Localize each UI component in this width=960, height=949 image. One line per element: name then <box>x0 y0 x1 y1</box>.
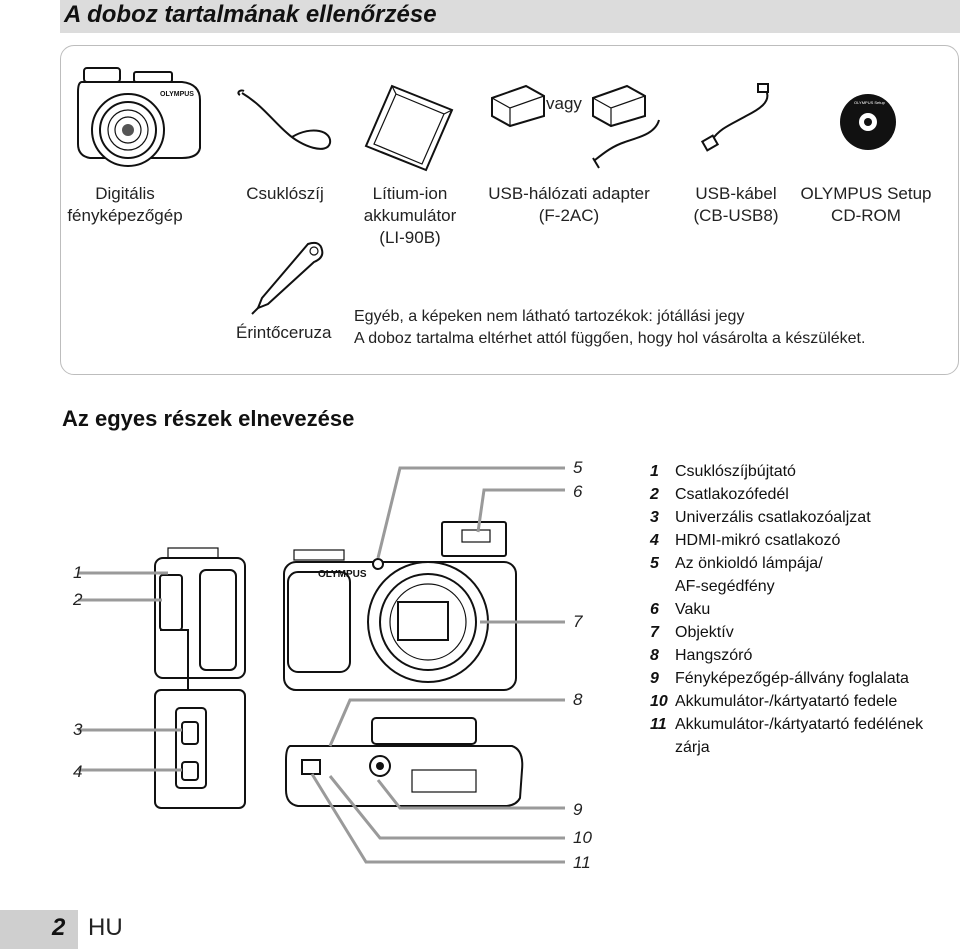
caption-usb-adapter: USB-hálózati adapter(F-2AC) <box>488 184 650 225</box>
callout-5: 5 <box>573 458 583 477</box>
page-title: A doboz tartalmának ellenőrzése <box>64 1 437 28</box>
callout-6: 6 <box>573 482 583 501</box>
callout-7: 7 <box>573 612 583 631</box>
callout-9: 9 <box>573 800 583 819</box>
caption-usb-cable: USB-kábel(CB-USB8) <box>693 184 779 225</box>
camera-bottom <box>285 745 524 807</box>
callout-11: 11 <box>573 853 591 872</box>
battery-illustration <box>364 84 454 172</box>
section-title: Az egyes részek elnevezése <box>62 406 355 431</box>
strap-illustration <box>237 89 332 150</box>
page-language: HU <box>88 914 123 941</box>
cd-label: OLYMPUS Setup <box>854 100 886 105</box>
title-bar <box>60 0 960 33</box>
usb-cable-illustration <box>700 83 769 152</box>
callout-4: 4 <box>73 762 83 781</box>
page-number: 2 <box>52 914 66 941</box>
callout-10: 10 <box>573 828 592 847</box>
callout-3: 3 <box>73 720 83 739</box>
camera-illustration: OLYMPUS <box>77 67 201 167</box>
stylus-illustration <box>251 241 324 315</box>
stylus-label: Érintőceruza <box>236 323 332 342</box>
usb-adapter-illustration <box>491 84 545 128</box>
footer-bar <box>0 910 78 949</box>
camera-brand: OLYMPUS <box>160 91 194 98</box>
cd-rom-illustration: OLYMPUS Setup <box>840 94 896 150</box>
caption-strap: Csuklószíj <box>246 184 324 203</box>
front-brand: OLYMPUS <box>318 569 367 580</box>
parts-diagram: OLYMPUS <box>78 466 565 864</box>
note-line-2: A doboz tartalma eltérhet attól függően,… <box>354 330 866 347</box>
usb-adapter-cable-illustration <box>592 84 660 169</box>
callout-2: 2 <box>73 590 83 609</box>
callout-1: 1 <box>73 563 83 582</box>
or-label: vagy <box>546 94 582 113</box>
note-line-1: Egyéb, a képeken nem látható tartozékok:… <box>354 308 745 325</box>
callout-8: 8 <box>573 690 583 709</box>
